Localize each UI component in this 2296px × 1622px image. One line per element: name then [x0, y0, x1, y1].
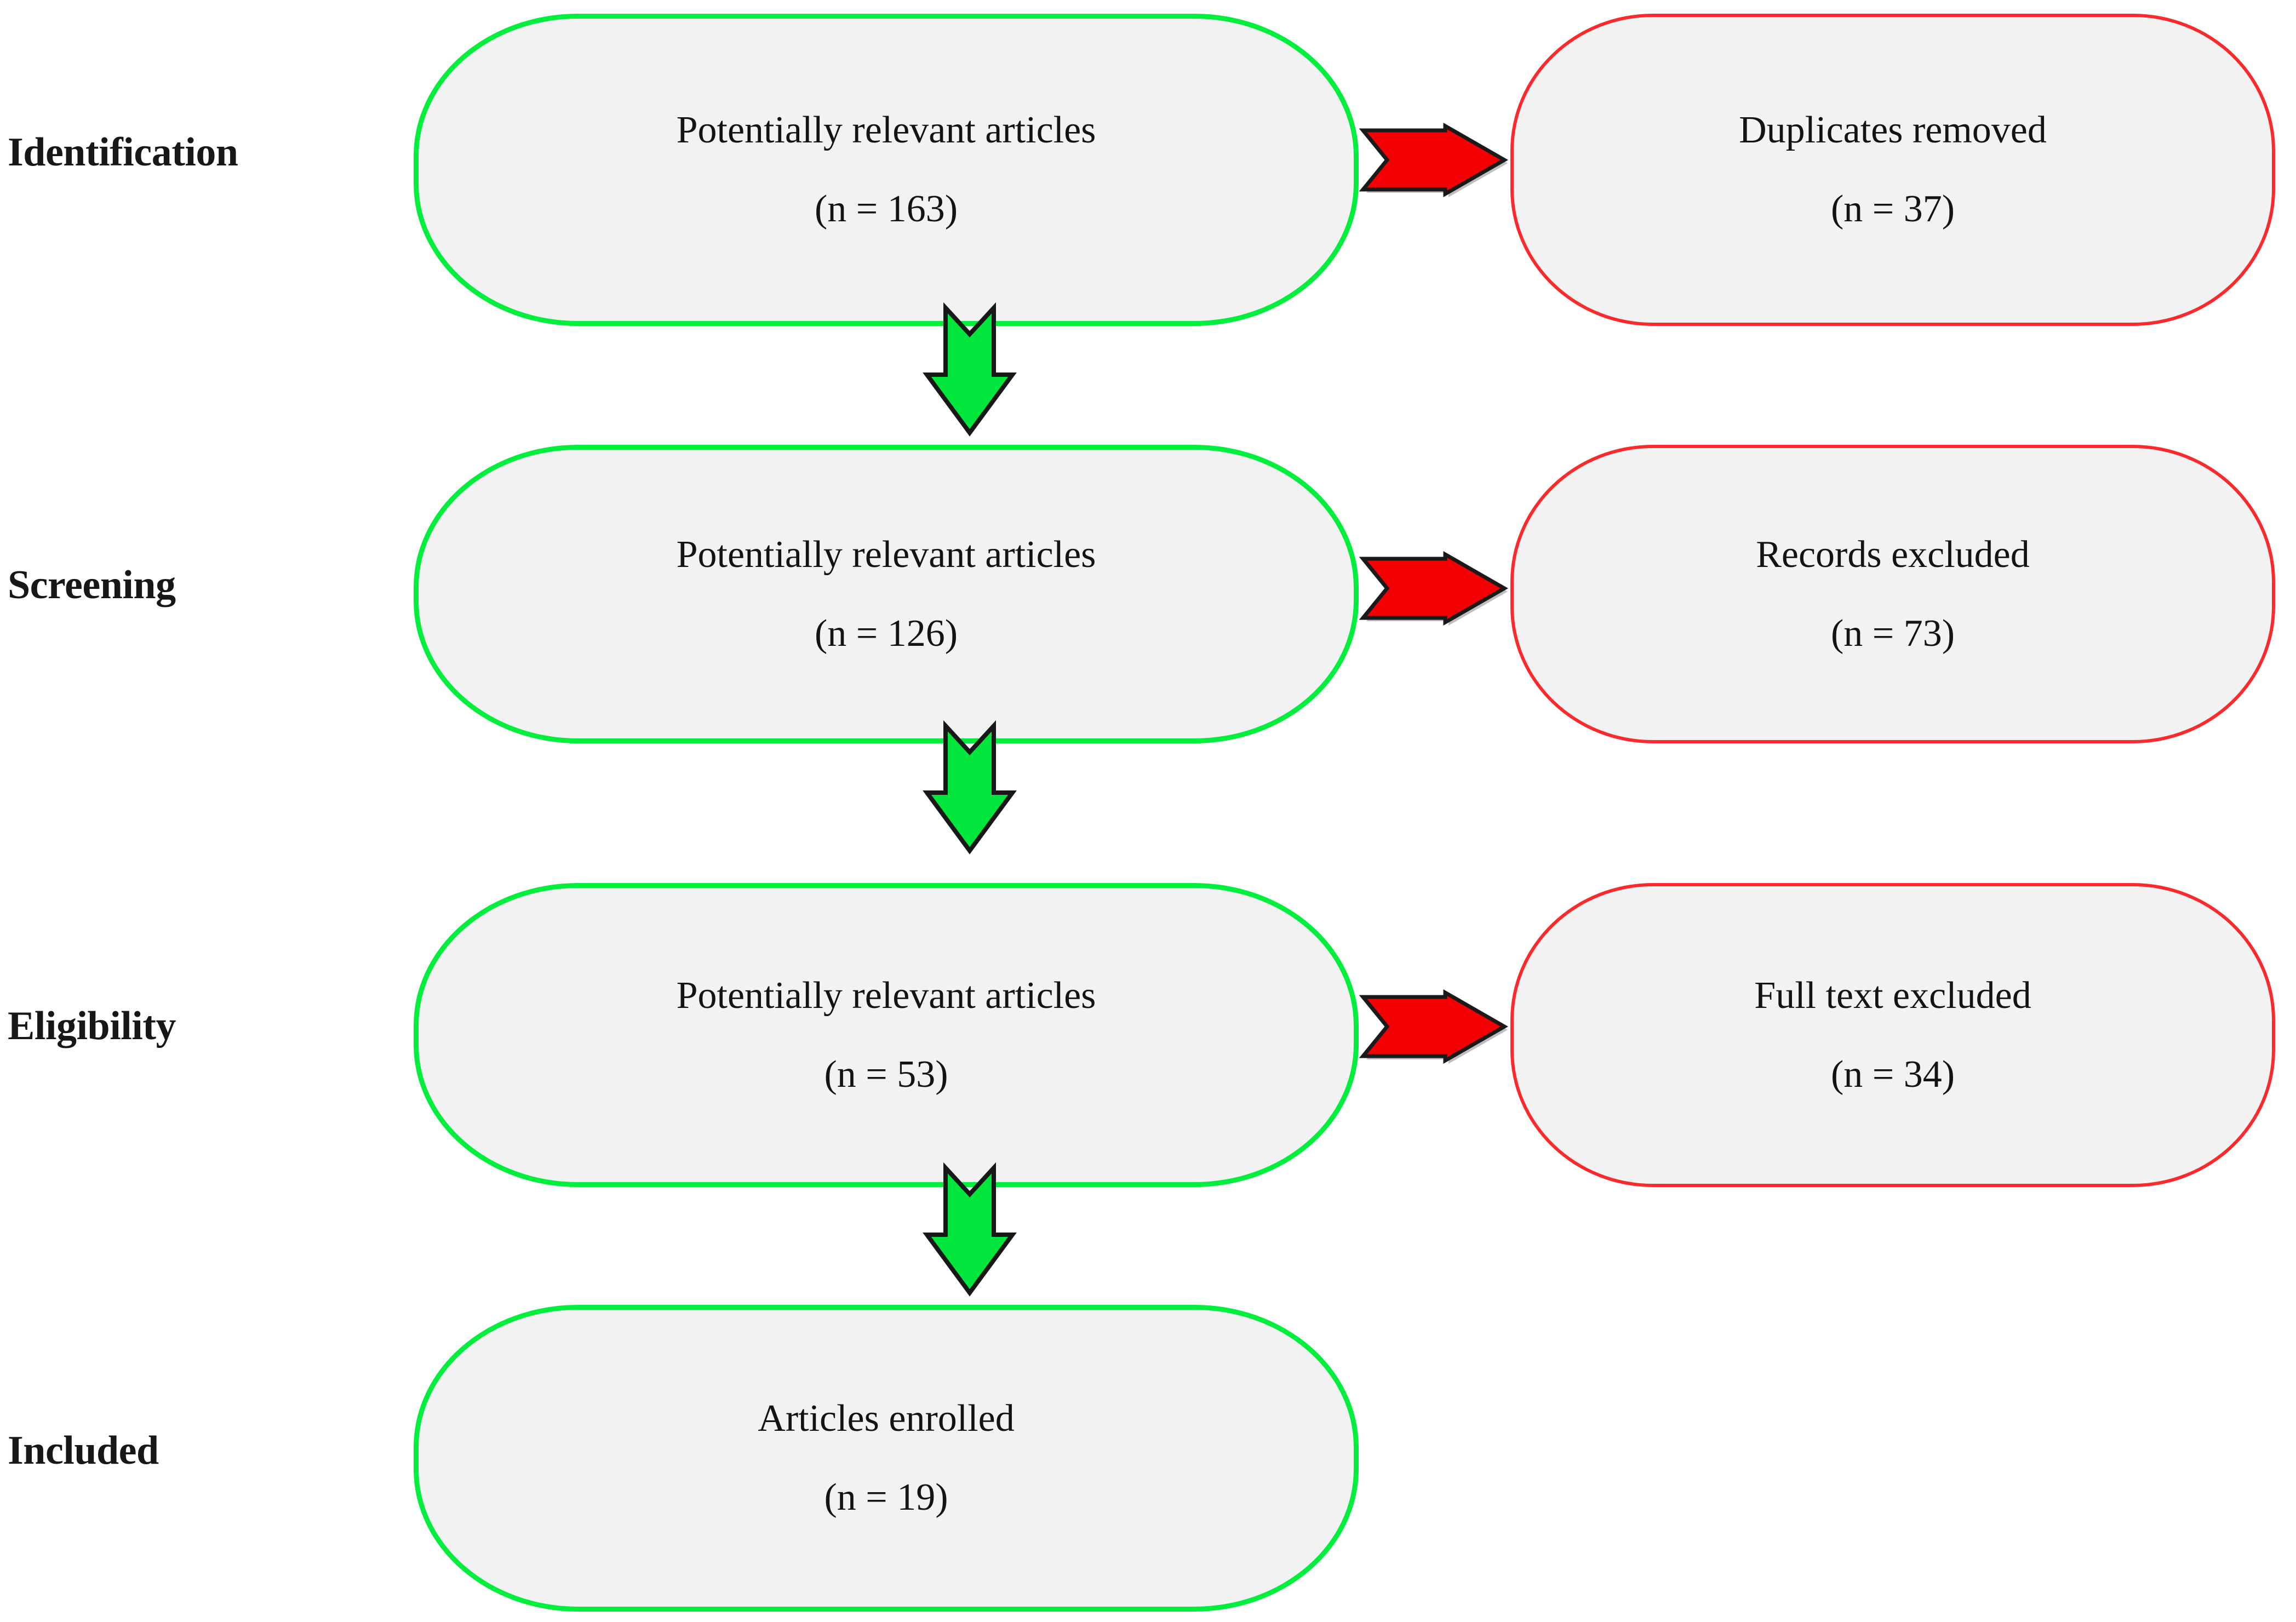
node-screening-main-primary: Potentially relevant articles — [676, 533, 1096, 576]
node-included-main-count: (n = 19) — [824, 1476, 948, 1518]
node-screening-excluded-count: (n = 73) — [1830, 612, 1955, 655]
node-identification-excluded-primary: Duplicates removed — [1739, 109, 2047, 151]
node-screening-main[interactable]: Potentially relevant articles (n = 126) — [414, 445, 1359, 743]
stage-label-identification: Identification — [8, 130, 238, 175]
arrow-right-icon-screening — [1359, 551, 1511, 631]
arrow-down-icon-eligibility-to-included — [923, 1162, 1017, 1297]
node-identification-main[interactable]: Potentially relevant articles (n = 163) — [414, 14, 1359, 326]
node-identification-main-count: (n = 163) — [814, 188, 958, 230]
node-identification-excluded-count: (n = 37) — [1830, 188, 1955, 230]
node-eligibility-excluded[interactable]: Full text excluded (n = 34) — [1510, 883, 2275, 1187]
node-screening-excluded[interactable]: Records excluded (n = 73) — [1510, 445, 2275, 743]
arrow-right-icon-eligibility — [1359, 989, 1511, 1069]
arrow-down-icon-identification-to-screening — [923, 302, 1017, 437]
node-identification-main-primary: Potentially relevant articles — [676, 109, 1096, 151]
node-eligibility-excluded-count: (n = 34) — [1830, 1053, 1955, 1096]
stage-label-screening: Screening — [8, 563, 176, 607]
node-included-main[interactable]: Articles enrolled (n = 19) — [414, 1305, 1359, 1612]
node-eligibility-main-count: (n = 53) — [824, 1053, 948, 1096]
node-eligibility-main-primary: Potentially relevant articles — [676, 974, 1096, 1017]
arrow-down-icon-screening-to-eligibility — [923, 720, 1017, 855]
node-identification-excluded[interactable]: Duplicates removed (n = 37) — [1510, 14, 2275, 326]
arrow-right-icon-identification — [1359, 122, 1511, 203]
node-screening-main-count: (n = 126) — [814, 612, 958, 655]
node-screening-excluded-primary: Records excluded — [1756, 533, 2030, 576]
stage-label-eligibility: Eligibility — [8, 1004, 176, 1048]
node-eligibility-excluded-primary: Full text excluded — [1754, 974, 2031, 1017]
node-included-main-primary: Articles enrolled — [758, 1397, 1015, 1440]
stage-label-included: Included — [8, 1428, 159, 1473]
node-eligibility-main[interactable]: Potentially relevant articles (n = 53) — [414, 883, 1359, 1187]
